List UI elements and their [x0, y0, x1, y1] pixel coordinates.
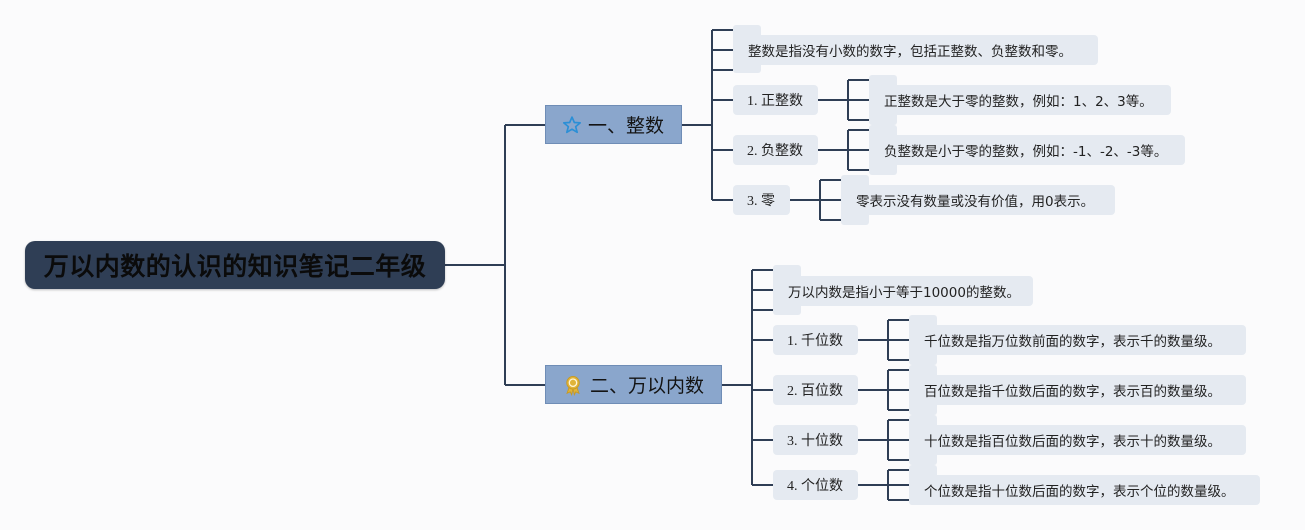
branch-integers[interactable]: 一、整数 [545, 105, 682, 144]
note-thousands[interactable]: 千位数是指万位数前面的数字，表示千的数量级。 [909, 325, 1246, 355]
subtopic-tens[interactable]: 3. 十位数 [773, 425, 858, 455]
root-topic[interactable]: 万以内数的认识的知识笔记二年级 [25, 241, 445, 289]
award-ribbon-icon [562, 374, 584, 396]
subtopic-positive-integers[interactable]: 1. 正整数 [733, 85, 818, 115]
definition-note[interactable]: 整数是指没有小数的数字，包括正整数、负整数和零。 [733, 35, 1098, 65]
definition-note[interactable]: 万以内数是指小于等于10000的整数。 [773, 276, 1033, 306]
subtopic-units[interactable]: 4. 个位数 [773, 470, 858, 500]
subtopic-zero[interactable]: 3. 零 [733, 185, 790, 215]
note-positive-integers[interactable]: 正整数是大于零的整数，例如：1、2、3等。 [869, 85, 1171, 115]
subtopic-hundreds[interactable]: 2. 百位数 [773, 375, 858, 405]
star-icon [562, 115, 582, 135]
note-negative-integers[interactable]: 负整数是小于零的整数，例如：-1、-2、-3等。 [869, 135, 1185, 165]
note-zero[interactable]: 零表示没有数量或没有价值，用0表示。 [841, 185, 1115, 215]
note-hundreds[interactable]: 百位数是指千位数后面的数字，表示百的数量级。 [909, 375, 1246, 405]
note-tens[interactable]: 十位数是指百位数后面的数字，表示十的数量级。 [909, 425, 1246, 455]
branch-label: 二、万以内数 [590, 375, 705, 397]
branch-label: 一、整数 [588, 115, 665, 137]
subtopic-thousands[interactable]: 1. 千位数 [773, 325, 858, 355]
note-units[interactable]: 个位数是指十位数后面的数字，表示个位的数量级。 [909, 475, 1260, 505]
branch-numbers-within-10000[interactable]: 二、万以内数 [545, 365, 722, 404]
subtopic-negative-integers[interactable]: 2. 负整数 [733, 135, 818, 165]
root-title: 万以内数的认识的知识笔记二年级 [43, 252, 427, 281]
